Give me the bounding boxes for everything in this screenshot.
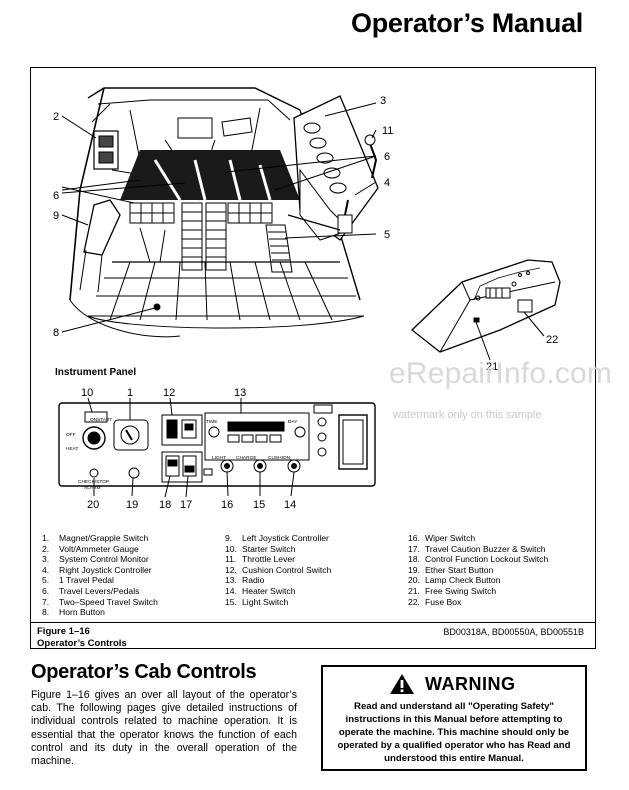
panel-label-charge: CHARGE [236,455,257,461]
page-title: Operator’s Manual [351,8,583,38]
panel-label-start: START [97,417,112,423]
legend-item: 9.Left Joystick Controller [225,533,329,543]
panel-label-day: DAY [288,419,298,425]
panel-label-light: LIGHT [212,455,226,461]
callout-13: 13 [234,387,246,399]
panel-label-alarm: ALARM [84,485,101,491]
callout-6-right: 6 [384,151,390,163]
legend-item: 1.Magnet/Grapple Switch [42,533,149,543]
legend-item: 5.1 Travel Pedal [42,575,114,586]
panel-label-cushion: CUSHION [268,455,291,461]
figure-caption: Figure 1–16 Operator’s Controls [37,626,127,649]
warning-header: WARNING [389,673,516,695]
legend-item: 4.Right Joystick Controller [42,564,152,575]
legend-column-1: 1.Magnet/Grapple Switch 2.Volt/Ammeter G… [42,533,158,618]
legend-item: 16.Wiper Switch [408,533,476,543]
section-heading: Operator’s Cab Controls [31,661,257,683]
legend-item: 6.Travel Levers/Pedals [42,585,140,596]
legend-column-2: 9.Left Joystick Controller 10.Starter Sw… [225,533,331,607]
legend-item: 20.Lamp Check Button [408,575,501,586]
callout-11: 11 [382,125,393,137]
legend-item: 13.Radio [225,575,265,586]
legend-item: 7.Two–Speed Travel Switch [42,596,158,607]
warning-text: Read and understand all "Operating Safet… [337,701,571,765]
legend-item: 21.Free Swing Switch [408,585,497,596]
callout-21: 21 [486,361,498,373]
instrument-panel-title: Instrument Panel [55,367,137,378]
callout-22: 22 [546,334,558,346]
warning-triangle-icon [390,674,414,694]
callout-4: 4 [384,177,390,189]
callout-19: 19 [126,499,138,511]
callout-10: 10 [81,387,93,399]
callout-20: 20 [87,499,99,511]
panel-label-on: ON [90,417,98,423]
figure-references: BD00318A, BD00550A, BD00551B [443,627,584,637]
figure-title: Operator’s Controls [37,637,127,649]
legend-item: 14.Heater Switch [225,585,296,596]
panel-label-check-stop: CHECK/STOP [78,479,109,485]
callout-8: 8 [53,327,59,339]
watermark-sub: watermark only on this sample [393,409,542,421]
callout-16: 16 [221,499,233,511]
figure-number: Figure 1–16 [37,626,90,637]
legend-item: 11.Throttle Lever [225,554,296,565]
callout-1: 1 [127,387,133,399]
legend-column-3: 16.Wiper Switch 17.Travel Caution Buzzer… [408,533,548,607]
legend-item: 3.System Control Monitor [42,554,149,565]
figure-frame [30,67,596,649]
panel-label-heat: HEAT [66,446,79,452]
callout-14: 14 [284,499,296,511]
callout-6-left: 6 [53,190,59,202]
legend-item: 12.Cushion Control Switch [225,564,332,575]
legend-item: 10.Starter Switch [225,543,296,554]
figure-caption-divider [30,622,596,623]
callout-5: 5 [384,229,390,241]
callout-17: 17 [180,499,192,511]
watermark-main: eRepairInfo.com [389,357,613,390]
panel-label-off: OFF [66,432,76,438]
callout-18: 18 [159,499,171,511]
legend-item: 19.Ether Start Button [408,564,494,575]
section-body: Figure 1–16 gives an over all layout of … [31,689,297,768]
panel-label-time: TIME [206,419,217,425]
legend-item: 18.Control Function Lockout Switch [408,554,549,565]
legend-item: 17.Travel Caution Buzzer & Switch [408,543,546,554]
legend-item: 15.Light Switch [225,596,289,607]
warning-label: WARNING [425,673,516,694]
warning-box: WARNING Read and understand all "Operati… [321,665,587,771]
legend-item: 22.Fuse Box [408,596,462,607]
callout-2: 2 [53,111,59,123]
callout-12: 12 [163,387,175,399]
legend-item: 8.Horn Button [42,607,105,618]
legend-item: 2.Volt/Ammeter Gauge [42,543,139,554]
callout-15: 15 [253,499,265,511]
callout-3: 3 [380,95,386,107]
callout-9: 9 [53,210,59,222]
